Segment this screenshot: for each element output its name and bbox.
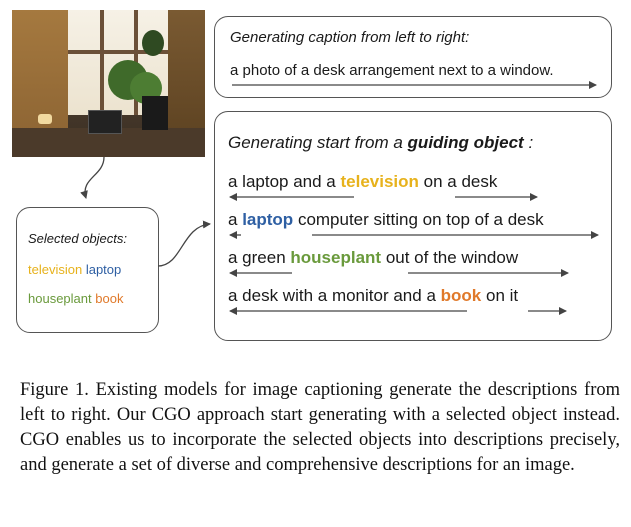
photo-monitor <box>142 96 168 130</box>
guiding-object-box <box>214 111 612 341</box>
figure-caption: Figure 1. Existing models for image capt… <box>20 380 620 475</box>
line-after: on a desk <box>423 172 498 191</box>
line-before: a green <box>228 248 286 267</box>
desk-photo <box>12 10 205 157</box>
guiding-object-heading: Generating start from a guiding object : <box>228 133 533 153</box>
caption-line-book: a desk with a monitor and a book on it <box>228 286 518 306</box>
object-houseplant: houseplant <box>290 248 382 267</box>
photo-mullion <box>68 50 168 54</box>
selected-laptop: laptop <box>85 262 122 277</box>
connector-photo-to-objects <box>80 156 105 199</box>
arrows-layer <box>80 81 599 315</box>
left-to-right-caption: a photo of a desk arrangement next to a … <box>230 62 554 79</box>
selected-objects-title: Selected objects: <box>28 231 128 246</box>
heading-suffix: : <box>528 133 534 152</box>
heading-prefix: Generating start from a <box>228 133 403 152</box>
line-before: a desk with a monitor and a <box>228 286 436 305</box>
photo-mullion <box>100 10 104 115</box>
caption-line-television: a laptop and a television on a desk <box>228 172 497 192</box>
figure: Generating caption from left to right: a… <box>12 10 612 341</box>
heading-bold: guiding object <box>407 133 524 152</box>
object-television: television <box>340 172 419 191</box>
photo-lamp <box>38 114 52 124</box>
left-to-right-box <box>214 16 612 98</box>
line-after: on it <box>485 286 519 305</box>
left-to-right-heading: Generating caption from left to right: <box>230 29 470 46</box>
connector-objects-to-main <box>157 220 211 267</box>
object-laptop: laptop <box>242 210 294 229</box>
caption-line-laptop: a laptop computer sitting on top of a de… <box>228 210 544 230</box>
object-book: book <box>440 286 482 305</box>
photo-plant <box>142 30 164 56</box>
selected-television: television <box>28 262 83 277</box>
selected-objects-row: television laptop <box>28 262 121 277</box>
line-after: out of the window <box>385 248 519 267</box>
line-before: a laptop and a <box>228 172 336 191</box>
selected-book: book <box>95 291 124 306</box>
caption-line-houseplant: a green houseplant out of the window <box>228 248 518 268</box>
line-before: a <box>228 210 238 229</box>
selected-objects-row: houseplant book <box>28 291 123 306</box>
line-after: computer sitting on top of a desk <box>297 210 544 229</box>
selected-objects-box <box>16 207 159 333</box>
photo-laptop <box>88 110 122 134</box>
selected-houseplant: houseplant <box>28 291 92 306</box>
